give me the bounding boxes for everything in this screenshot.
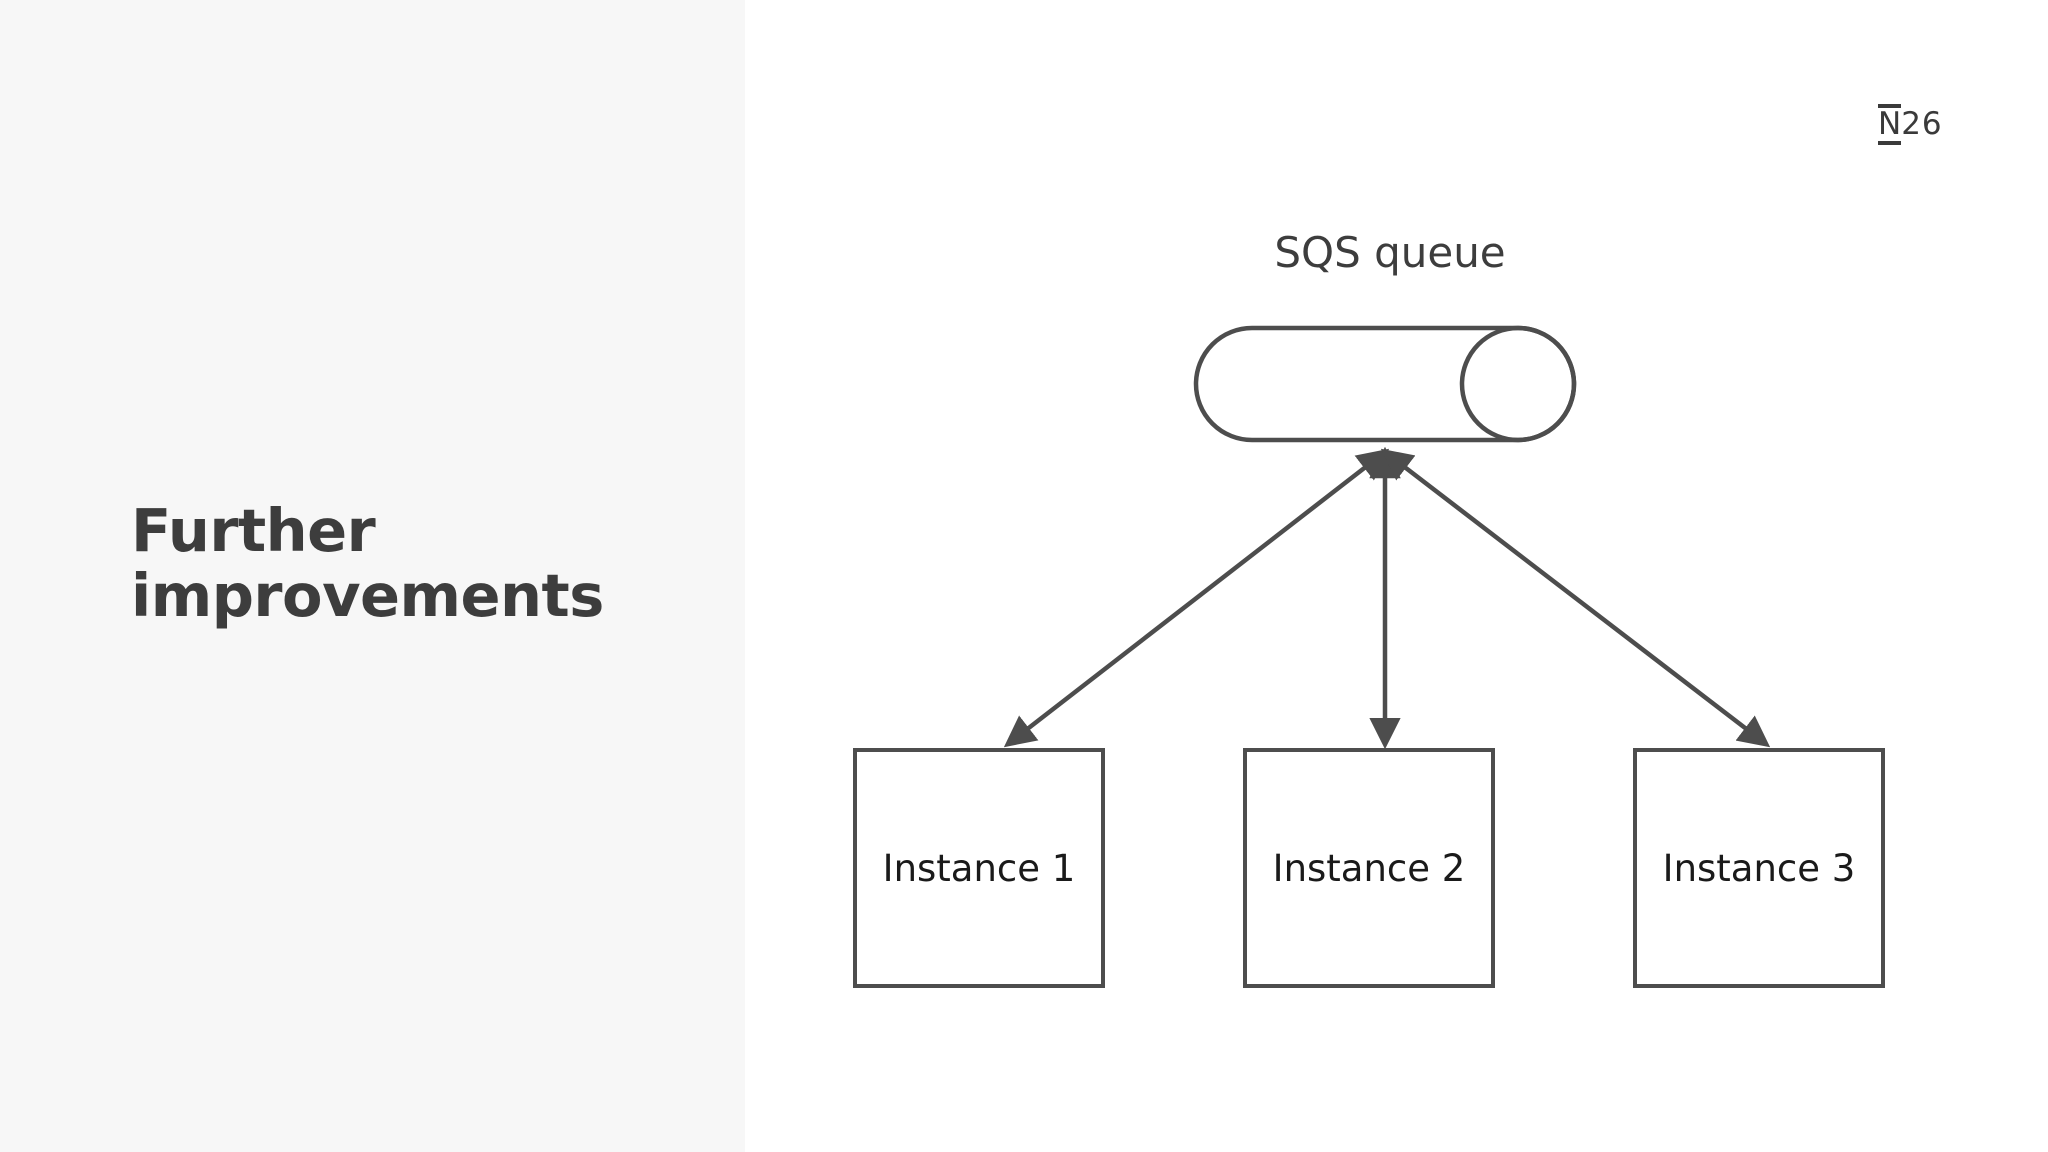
logo-letter-n: N bbox=[1878, 104, 1902, 145]
sqs-queue-cylinder[interactable] bbox=[1190, 322, 1580, 446]
cylinder-end-cap bbox=[1459, 325, 1577, 443]
queue-label: SQS queue bbox=[1274, 228, 1506, 277]
page-title: Further improvements bbox=[131, 496, 604, 631]
logo-underline bbox=[1878, 141, 1902, 145]
logo-number: 26 bbox=[1901, 106, 1943, 142]
n26-logo: N 26 bbox=[1878, 104, 1943, 145]
logo-overline bbox=[1878, 104, 1902, 108]
instance-2-box[interactable]: Instance 2 bbox=[1243, 748, 1495, 988]
instance-3-box[interactable]: Instance 3 bbox=[1633, 748, 1885, 988]
instance-2-label: Instance 2 bbox=[1272, 846, 1466, 890]
left-panel bbox=[0, 0, 745, 1152]
logo-letter-glyph: N bbox=[1878, 106, 1902, 142]
instance-1-label: Instance 1 bbox=[882, 846, 1076, 890]
instance-3-label: Instance 3 bbox=[1662, 846, 1856, 890]
instance-1-box[interactable]: Instance 1 bbox=[853, 748, 1105, 988]
cylinder-body bbox=[1193, 325, 1577, 443]
